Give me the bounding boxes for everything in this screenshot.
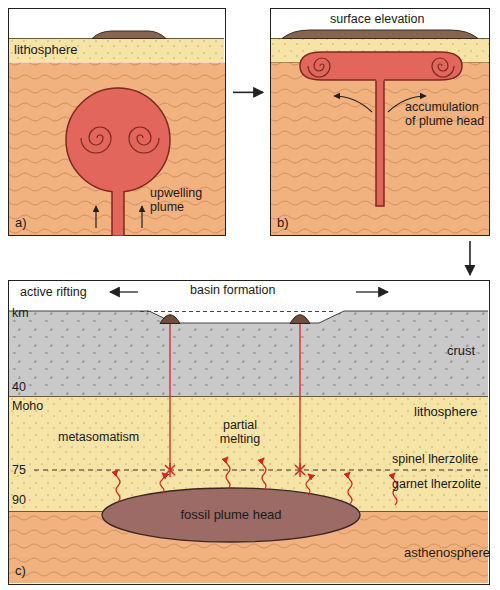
layer-label: asthenosphere xyxy=(404,545,490,560)
flow-arrow xyxy=(95,206,96,228)
mantle-area xyxy=(8,63,226,237)
flow-arrow xyxy=(141,206,142,228)
plume-stem xyxy=(112,184,124,236)
depth-line xyxy=(34,470,488,471)
boundary-label: Moho xyxy=(12,399,43,413)
panel-arrow xyxy=(233,92,263,94)
mantle-area xyxy=(270,63,490,237)
surface-bump xyxy=(92,31,166,39)
layer-label: lithosphere xyxy=(414,404,478,419)
rift-arrow xyxy=(110,291,138,292)
rift-arrow xyxy=(356,291,388,292)
panel-letter: b) xyxy=(277,215,289,230)
process-label: upwelling plume xyxy=(150,186,214,214)
lithosphere-band-fill xyxy=(9,38,224,62)
plume-stem-outline xyxy=(112,191,124,236)
rock-label: spinel lherzolite xyxy=(392,452,478,466)
melt-source xyxy=(295,463,305,477)
crust-band: crust xyxy=(9,301,488,396)
plume-stem xyxy=(376,78,384,206)
heat-arrow xyxy=(116,470,120,502)
panel-arrow xyxy=(469,241,471,275)
plume-label: fossil plume head xyxy=(101,507,361,522)
melt-source xyxy=(165,463,175,477)
panel-letter: a) xyxy=(15,215,27,230)
panel-letter: c) xyxy=(15,563,26,578)
rock-label: garnet lherzolite xyxy=(392,477,481,491)
volcano xyxy=(290,315,310,324)
depth-unit: km xyxy=(12,306,29,320)
plume-head-ellipse: fossil plume head xyxy=(101,487,361,543)
heat-arrow xyxy=(348,472,352,504)
process-label: active rifting xyxy=(20,285,87,299)
depth-value: 40 xyxy=(12,380,26,394)
plume-spiral xyxy=(308,58,330,77)
volcano xyxy=(160,315,180,324)
plume-spiral xyxy=(432,58,454,77)
layer-label: lithosphere xyxy=(14,42,78,57)
depth-value: 90 xyxy=(12,493,26,507)
surface-bump xyxy=(282,30,478,39)
depth-value: 75 xyxy=(12,463,26,477)
flow-arrow xyxy=(334,96,372,112)
heat-arrow xyxy=(226,457,230,489)
process-label: accumulation of plume head xyxy=(405,100,487,128)
heat-arrow xyxy=(306,474,310,495)
plume-head xyxy=(66,88,170,192)
layer-label: crust xyxy=(447,343,475,358)
plume-head xyxy=(300,52,462,80)
heat-arrow xyxy=(262,458,266,490)
ground-surface xyxy=(9,311,488,323)
lithosphere-band: lithosphere xyxy=(9,38,224,62)
process-label: partial melting xyxy=(212,418,268,446)
heat-arrow xyxy=(160,473,164,494)
plume-spiral xyxy=(81,127,111,153)
former-surface xyxy=(140,311,335,312)
layer-boundary xyxy=(9,396,488,397)
plume-stem-outline xyxy=(376,81,384,207)
crust-fill xyxy=(9,311,488,396)
melt-channel xyxy=(169,316,170,470)
process-label: metasomatism xyxy=(58,430,139,444)
process-label: surface elevation xyxy=(330,12,425,26)
plume-head-outline xyxy=(102,488,360,542)
crust-band-shape xyxy=(9,301,488,396)
melt-channel xyxy=(299,316,300,470)
process-label: basin formation xyxy=(190,283,275,297)
plume-spiral xyxy=(129,127,159,153)
